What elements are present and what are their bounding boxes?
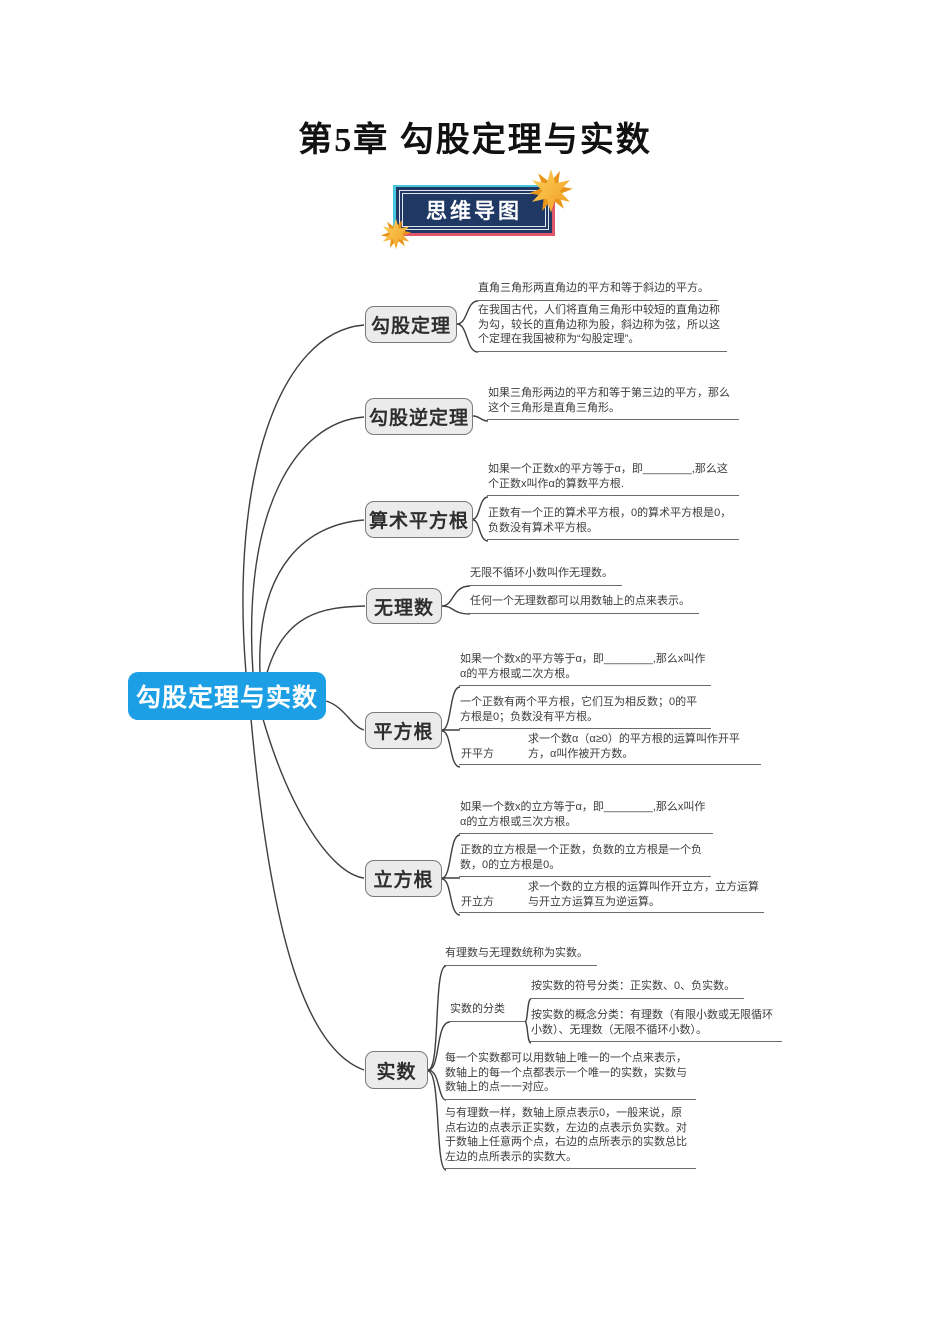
sub-node-label: 开平方 <box>461 747 494 760</box>
leaf-note: 每一个实数都可以用数轴上唯一的一个点来表示，数轴上的每一个点都表示一个唯一的实数… <box>444 1051 696 1100</box>
branch-node-converse-theorem: 勾股逆定理 <box>365 398 473 435</box>
sub-node-extract-square-root: 开平方 求一个数α（α≥0）的平方根的运算叫作开平方，α叫作被开方数。 <box>459 732 761 766</box>
branch-node-square-root: 平方根 <box>365 712 442 749</box>
leaf-note: 如果一个数x的立方等于α，即________,那么x叫作α的立方根或三次方根。 <box>459 800 713 835</box>
leaf-note: 按实数的概念分类：有理数（有限小数或无限循环小数）、无理数（无限不循环小数）。 <box>530 1008 782 1043</box>
leaf-note: 正数的立方根是一个正数，负数的立方根是一个负数，0的立方根是0。 <box>459 843 711 878</box>
badge-label: 思维导图 <box>426 200 522 223</box>
branch-node-real-number: 实数 <box>365 1051 428 1089</box>
sub-node-text: 求一个数的立方根的运算叫作开立方，立方运算与开立方运算互为逆运算。 <box>528 881 759 908</box>
leaf-note: 在我国古代，人们将直角三角形中较短的直角边称为勾，较长的直角边称为股，斜边称为弦… <box>477 303 727 352</box>
sub-node-label: 开立方 <box>461 895 494 908</box>
badge-frame: 思维导图 <box>396 187 552 233</box>
leaf-note: 如果一个数x的平方等于α，即________,那么x叫作α的平方根或二次方根。 <box>459 652 711 687</box>
branch-node-irrational-number: 无理数 <box>366 588 442 624</box>
leaf-note: 无限不循环小数叫作无理数。 <box>469 566 622 586</box>
leaf-note: 一个正数有两个平方根，它们互为相反数；0的平方根是0；负数没有平方根。 <box>459 695 711 730</box>
star-icon <box>380 218 412 250</box>
sub-node-text: 求一个数α（α≥0）的平方根的运算叫作开平方，α叫作被开方数。 <box>528 733 740 760</box>
branch-node-pythagorean-theorem: 勾股定理 <box>365 306 457 343</box>
leaf-note: 有理数与无理数统称为实数。 <box>444 946 597 966</box>
branch-node-cube-root: 立方根 <box>365 860 442 897</box>
leaf-note: 如果三角形两边的平方和等于第三边的平方，那么这个三角形是直角三角形。 <box>487 386 739 421</box>
leaf-note: 正数有一个正的算术平方根，0的算术平方根是0，负数没有算术平方根。 <box>487 506 739 541</box>
leaf-note: 与有理数一样，数轴上原点表示0，一般来说，原点右边的点表示正实数，左边的点表示负… <box>444 1106 696 1170</box>
star-icon <box>529 169 573 213</box>
sub-node-extract-cube-root: 开立方 求一个数的立方根的运算叫作开立方，立方运算与开立方运算互为逆运算。 <box>459 880 764 914</box>
leaf-note: 如果一个正数x的平方等于α，即________,那么这个正数x叫作α的算数平方根… <box>487 462 739 497</box>
central-topic-node: 勾股定理与实数 <box>128 672 326 720</box>
sub-node-real-number-classification: 实数的分类 <box>449 1002 525 1022</box>
leaf-note: 按实数的符号分类：正实数、0、负实数。 <box>530 979 745 999</box>
branch-node-arithmetic-square-root: 算术平方根 <box>365 501 473 538</box>
page-title: 第5章 勾股定理与实数 <box>298 122 652 159</box>
leaf-note: 任何一个无理数都可以用数轴上的点来表示。 <box>469 594 699 614</box>
mindmap-badge: 思维导图 <box>380 169 573 250</box>
leaf-note: 直角三角形两直角边的平方和等于斜边的平方。 <box>477 281 718 301</box>
